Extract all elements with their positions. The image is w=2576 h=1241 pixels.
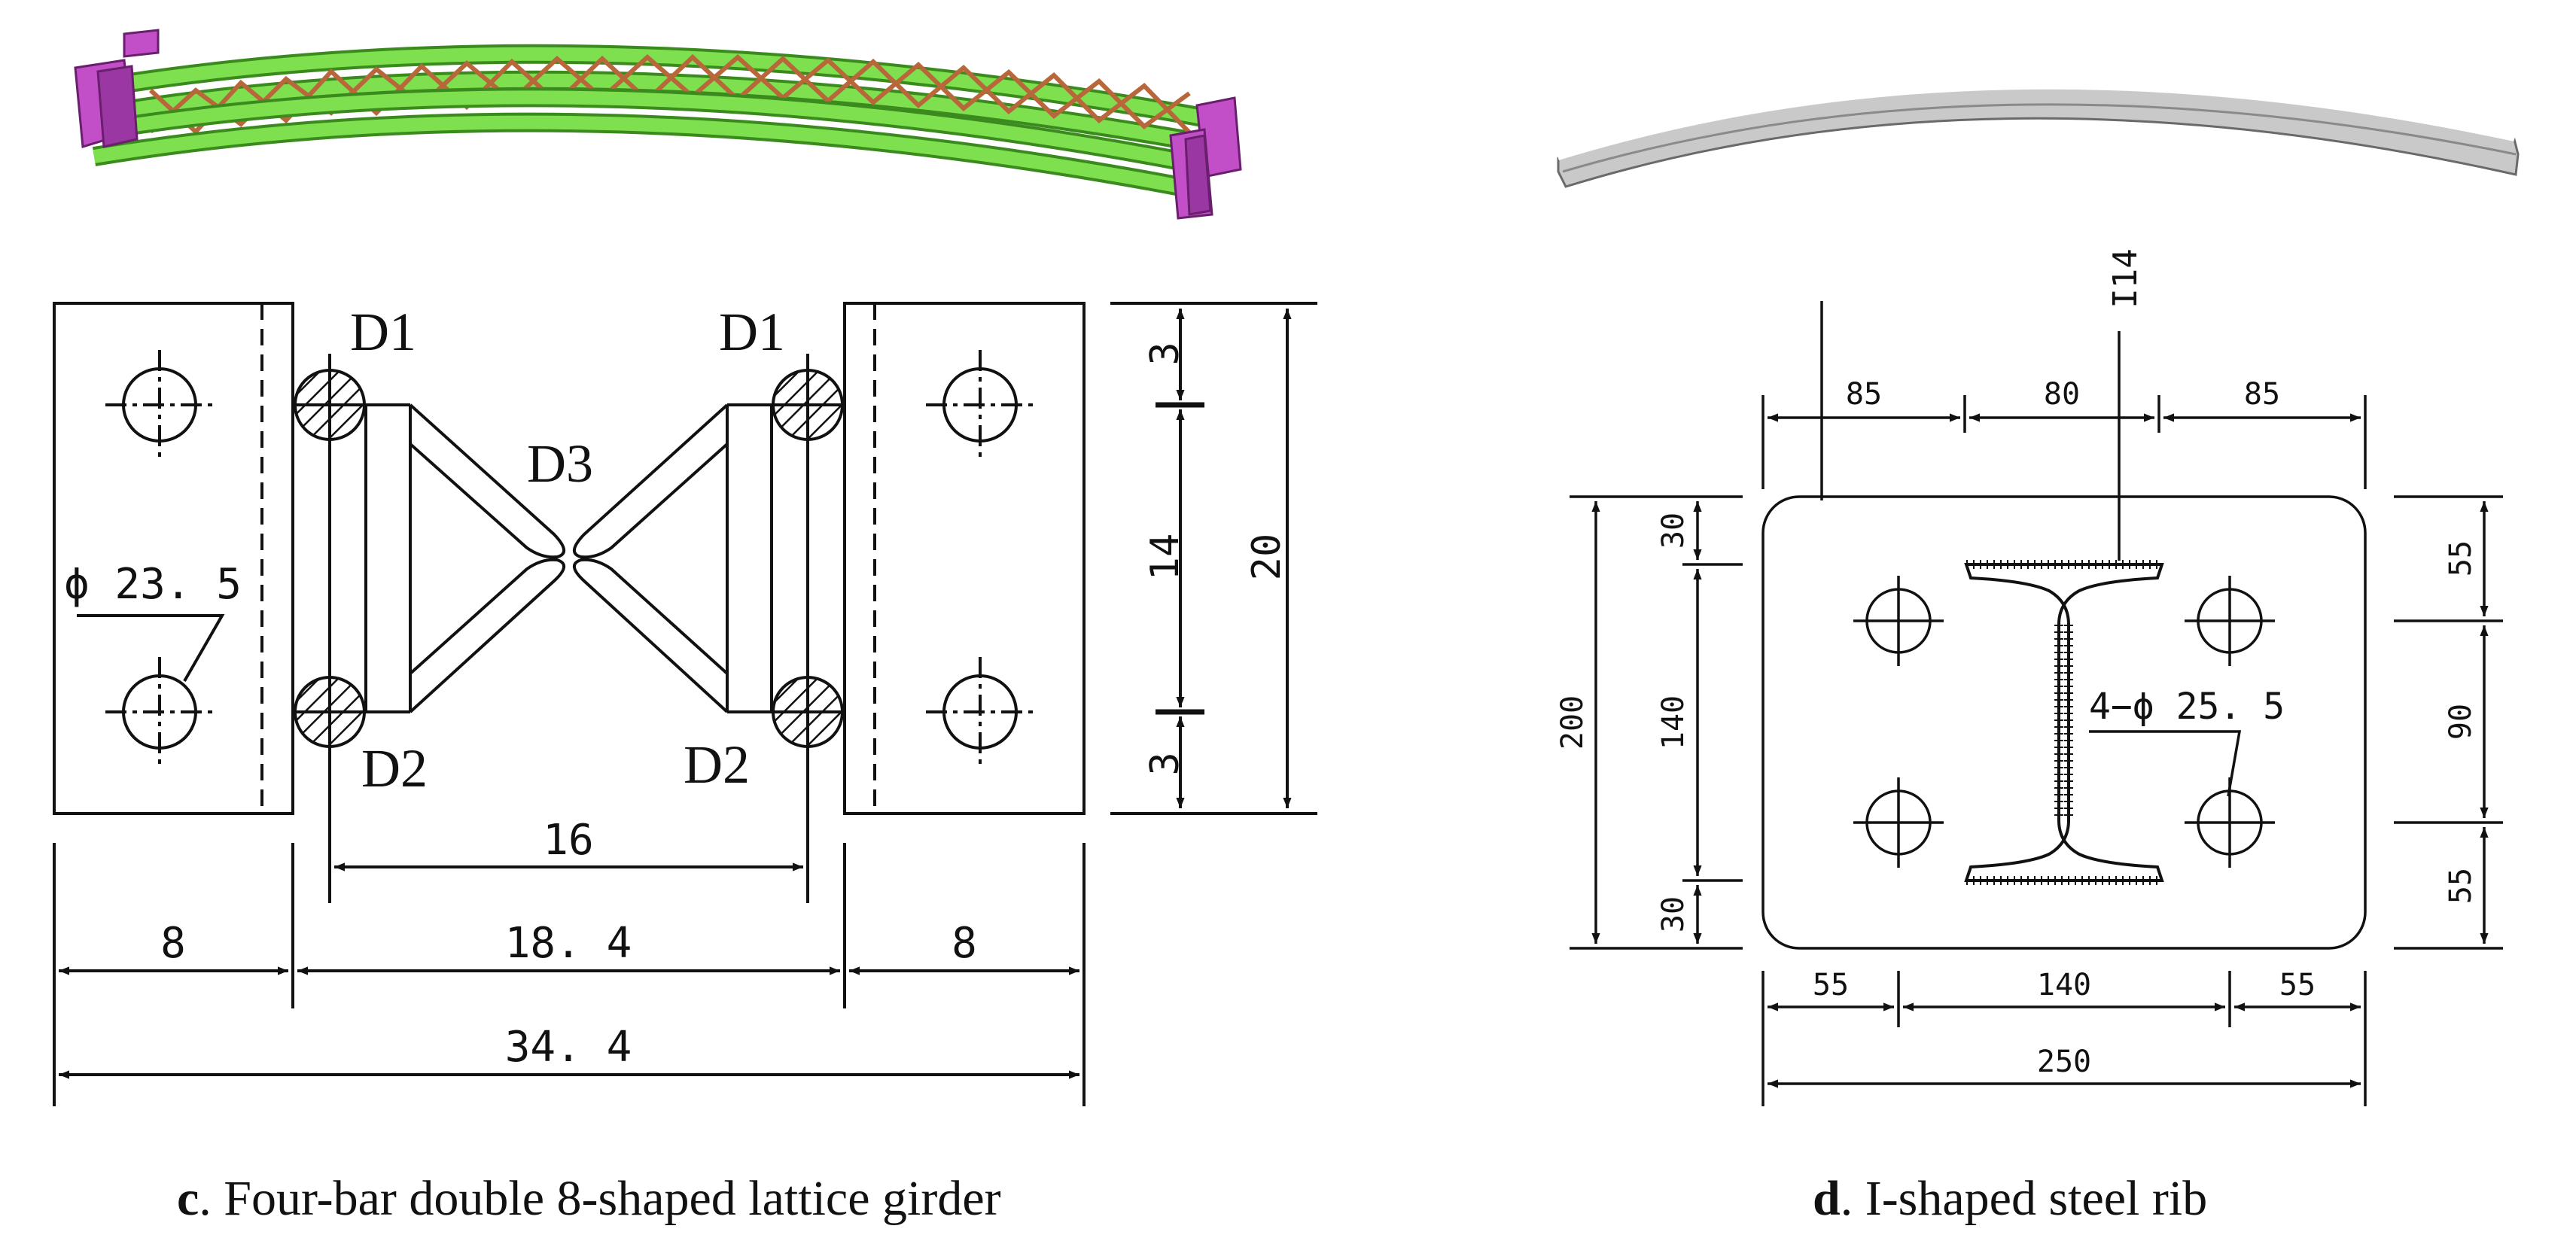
dim-right-bottom-55: 55 [2444,868,2478,904]
dim-inner-16: 16 [543,816,593,865]
lacing-d3 [409,403,729,713]
bolt-hole [1853,777,1944,868]
dim-total-34-4: 34. 4 [505,1023,632,1072]
caption-d-text: . I-shaped steel rib [1840,1171,2208,1226]
left-end-plate [53,302,294,815]
bolt-hole [105,657,214,768]
base-plate [1761,495,2367,950]
dim-left-bottom-30: 30 [1656,896,1691,932]
dim-right-8: 8 [952,919,977,968]
dim-bottom-middle-140: 140 [2037,968,2091,1002]
dim-top-middle-80: 80 [2044,377,2080,412]
dim-bottom-total-250: 250 [2037,1045,2091,1079]
dim-left-8: 8 [160,919,186,968]
label-d2-left: D2 [361,738,428,798]
bolt-hole [926,350,1034,461]
dim-middle-14: 14 [1143,534,1188,581]
dim-top-right-85: 85 [2244,377,2280,412]
label-d3: D3 [527,433,593,494]
end-plate-left [74,29,160,148]
hole-diameter-label: ϕ 23. 5 [64,560,242,609]
dim-right-top-55: 55 [2444,540,2478,576]
caption-d-letter: d [1813,1171,1841,1226]
right-end-plate [843,302,1086,815]
dim-bottom-right-55: 55 [2279,968,2316,1002]
dim-center-18-4: 18. 4 [505,919,632,968]
label-d1-left: D1 [350,302,416,362]
caption-c-text: . Four-bar double 8-shaped lattice girde… [199,1171,1001,1226]
dim-total-20: 20 [1244,534,1290,581]
steel-rib-drawing [1570,301,2503,1106]
dim-left-middle-140: 140 [1656,695,1691,750]
i-section-profile [1964,563,2164,882]
bolt-holes-label: 4−ϕ 25. 5 [2089,686,2285,728]
bolt-hole [926,657,1034,768]
section-label-i14: I14 [2106,248,2145,308]
bolt-hole [1853,576,1944,666]
caption-c: c. Four-bar double 8-shaped lattice gird… [177,1170,1001,1227]
dim-top-left-85: 85 [1846,377,1882,412]
caption-c-letter: c [177,1171,199,1226]
dim-left-top-30: 30 [1656,513,1691,549]
dim-right-middle-90: 90 [2444,704,2478,740]
dim-bottom-left-55: 55 [1813,968,1849,1002]
dim-bottom-3: 3 [1143,752,1188,775]
bolt-hole [105,350,214,461]
lattice-girder-3d-render [74,29,1242,220]
dim-top-3: 3 [1143,342,1188,365]
lattice-girder-drawing [53,302,1317,1106]
dim-left-total-200: 200 [1555,695,1590,750]
bolt-hole [2185,576,2275,666]
label-d2-right: D2 [684,735,750,795]
label-d1-right: D1 [719,302,785,362]
steel-rib-3d-render [1557,84,2520,188]
end-plate-right [1169,96,1242,220]
caption-d: d. I-shaped steel rib [1813,1170,2207,1227]
